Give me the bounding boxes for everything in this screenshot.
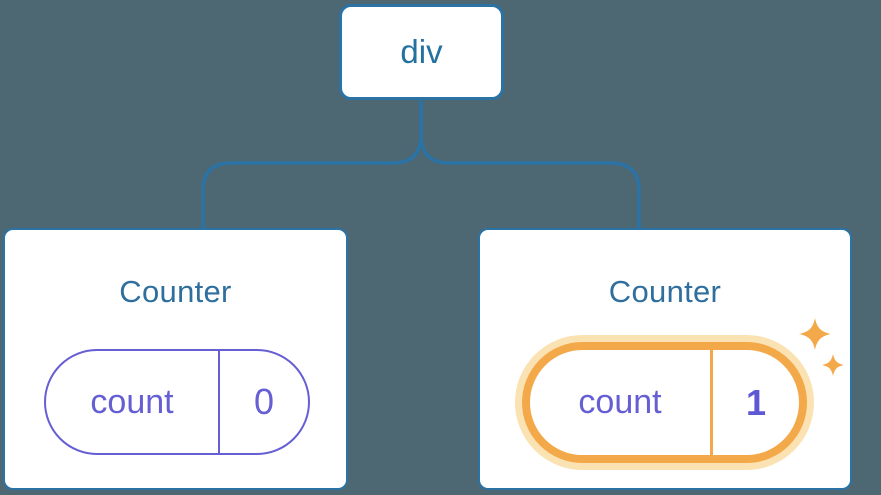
- counter-card-right: Counter count 1: [478, 228, 852, 490]
- state-key-cell: count: [530, 350, 713, 455]
- state-key-cell: count: [46, 351, 220, 453]
- state-pill-left: count 0: [44, 349, 310, 455]
- counter-card-left: Counter count 0: [3, 228, 348, 490]
- counter-title-right: Counter: [608, 274, 722, 309]
- root-node-div: div: [339, 4, 504, 100]
- state-value-cell: 1: [745, 381, 767, 423]
- state-key-label: count: [90, 382, 174, 421]
- sparkle-icons: [799, 318, 844, 376]
- state-pill-right-highlighted: count 1: [522, 342, 807, 463]
- connector-right-branch: [419, 99, 641, 229]
- state-key-label: count: [578, 383, 662, 421]
- root-node-label: div: [400, 33, 443, 70]
- state-value-cell: 0: [253, 381, 275, 422]
- sparkle-icon-small: [822, 354, 844, 376]
- sparkle-icon-large: [799, 318, 831, 350]
- connector-left-branch: [201, 99, 423, 229]
- counter-title-left: Counter: [119, 274, 232, 309]
